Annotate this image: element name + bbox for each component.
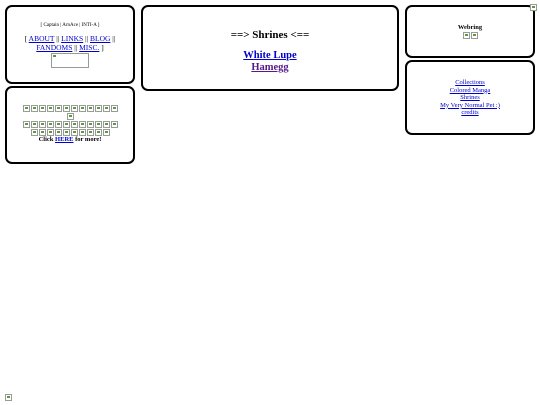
site-button-image[interactable] xyxy=(66,112,74,120)
webring-prev-image xyxy=(462,32,470,39)
site-button-image[interactable] xyxy=(54,128,62,136)
site-button-image[interactable] xyxy=(78,128,86,136)
site-button-image[interactable] xyxy=(62,104,70,112)
buttons-box: Click HERE for more! xyxy=(5,86,135,164)
site-button-image[interactable] xyxy=(62,128,70,136)
site-button-image[interactable] xyxy=(86,128,94,136)
site-button-image[interactable] xyxy=(30,104,38,112)
site-button-image[interactable] xyxy=(38,104,46,112)
nav-link-links[interactable]: LINKS xyxy=(61,34,84,43)
site-button-image[interactable] xyxy=(38,120,46,128)
site-button-image[interactable] xyxy=(110,104,118,112)
menu-link-collections[interactable]: Collections xyxy=(455,79,485,86)
bracket-open: [ xyxy=(24,34,28,43)
corner-image-top-right xyxy=(529,4,537,11)
nav-links: [ ABOUT || LINKS || BLOG || FANDOMS || M… xyxy=(7,34,133,52)
site-button-image[interactable] xyxy=(94,104,102,112)
separator: || xyxy=(112,34,116,43)
site-button-image[interactable] xyxy=(86,104,94,112)
site-button-image[interactable] xyxy=(102,120,110,128)
site-banner-image xyxy=(51,53,89,68)
shrines-title: ==> Shrines <== xyxy=(230,29,310,41)
more-buttons-link[interactable]: HERE xyxy=(55,136,74,143)
shrine-link-hamegg[interactable]: Hamegg xyxy=(251,62,289,73)
site-button-image[interactable] xyxy=(54,120,62,128)
corner-image-bottom-left xyxy=(4,394,12,401)
bracket-close: ] xyxy=(101,42,104,52)
site-button-image[interactable] xyxy=(78,104,86,112)
webring-next-image xyxy=(470,32,478,39)
webring-prev-link[interactable] xyxy=(462,26,470,43)
site-button-image[interactable] xyxy=(102,128,110,136)
nav-link-misc[interactable]: MISC. xyxy=(79,42,100,52)
nav-link-fandoms[interactable]: FANDOMS xyxy=(36,42,73,52)
shrine-link-white-lupe[interactable]: White Lupe xyxy=(243,50,297,61)
site-button-image[interactable] xyxy=(102,104,110,112)
site-button-image[interactable] xyxy=(30,120,38,128)
webring-next-link[interactable] xyxy=(470,26,478,43)
separator: || xyxy=(56,34,60,43)
button-grid xyxy=(7,104,133,136)
site-names: [ Captain | ArnAce | INTI-A ] xyxy=(40,23,100,28)
separator: || xyxy=(85,34,89,43)
site-button-image[interactable] xyxy=(86,120,94,128)
nav-link-blog[interactable]: BLOG xyxy=(89,34,111,43)
menu-link-shrines[interactable]: Shrines xyxy=(460,94,480,102)
webring-box: Webring xyxy=(405,5,535,58)
site-button-image[interactable] xyxy=(70,128,78,136)
menu-link-colored-manga[interactable]: Colored Manga xyxy=(449,86,491,94)
site-button-image[interactable] xyxy=(54,104,62,112)
shrine-list: White Lupe Hamegg xyxy=(143,50,397,74)
site-button-image[interactable] xyxy=(46,128,54,136)
site-button-image[interactable] xyxy=(62,120,70,128)
shrines-box: ==> Shrines <== White Lupe Hamegg xyxy=(141,5,399,91)
site-button-image[interactable] xyxy=(78,120,86,128)
webring-title: Webring xyxy=(457,24,483,31)
more-buttons-text: Click HERE for more! xyxy=(38,136,102,143)
site-button-image[interactable] xyxy=(22,120,30,128)
site-button-image[interactable] xyxy=(110,120,118,128)
menu-list: Collections Colored Manga Shrines My Ver… xyxy=(407,79,533,117)
site-button-image[interactable] xyxy=(94,128,102,136)
site-button-image[interactable] xyxy=(46,104,54,112)
menu-link-my-very-normal-pet[interactable]: My Very Normal Pet :) xyxy=(440,101,500,109)
site-button-image[interactable] xyxy=(70,104,78,112)
site-button-image[interactable] xyxy=(94,120,102,128)
site-button-image[interactable] xyxy=(30,128,38,136)
menu-link-credits[interactable]: credits xyxy=(461,109,479,117)
menu-box: Collections Colored Manga Shrines My Ver… xyxy=(405,60,535,135)
site-button-image[interactable] xyxy=(38,128,46,136)
nav-box: [ Captain | ArnAce | INTI-A ] [ ABOUT ||… xyxy=(5,5,135,84)
site-button-image[interactable] xyxy=(46,120,54,128)
separator: || xyxy=(74,42,78,52)
nav-link-about[interactable]: ABOUT xyxy=(28,34,55,43)
site-button-image[interactable] xyxy=(70,120,78,128)
site-button-image[interactable] xyxy=(22,104,30,112)
